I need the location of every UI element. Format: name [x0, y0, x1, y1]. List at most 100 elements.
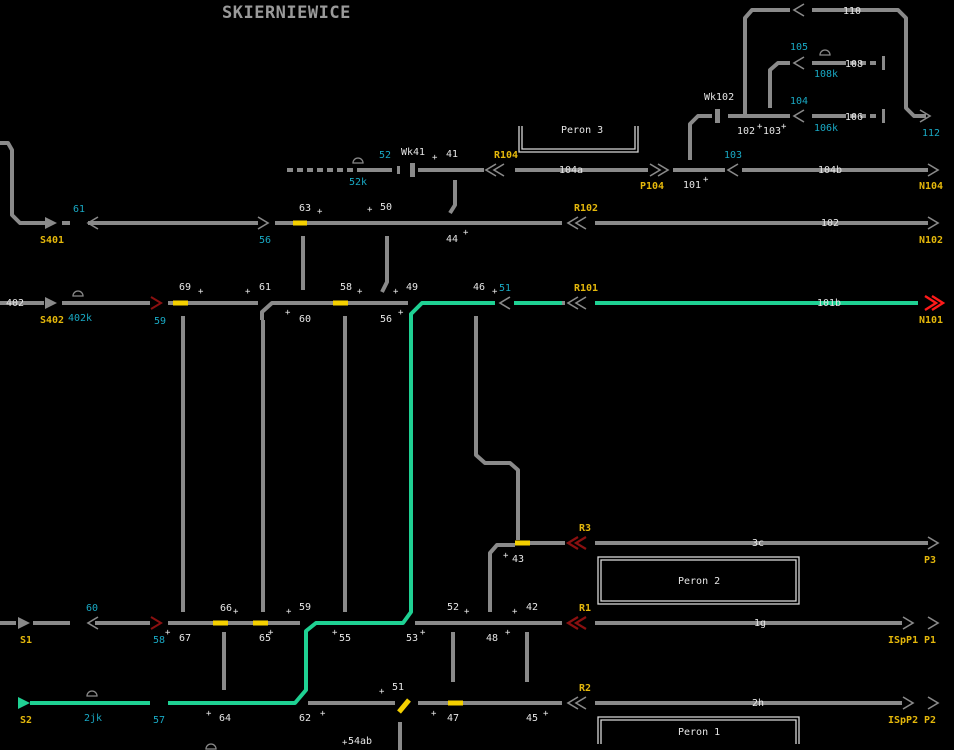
- signal-label-R102: R102: [574, 203, 598, 214]
- signal-arrows[interactable]: [18, 3, 946, 710]
- track-label: 61: [259, 282, 271, 293]
- signal-head-icon: [45, 217, 57, 229]
- signal-label-R2: R2: [579, 683, 591, 694]
- svg-text:+: +: [492, 287, 498, 297]
- occupied-sections: [173, 220, 530, 714]
- dome-icon: [352, 157, 364, 164]
- svg-text:+: +: [781, 122, 787, 132]
- double-chevron-left-icon: [566, 696, 587, 710]
- svg-text:+: +: [165, 628, 171, 638]
- track-label: 64: [219, 713, 231, 724]
- svg-text:+: +: [285, 308, 291, 318]
- svg-text:51: 51: [499, 283, 511, 294]
- signal-label-R101: R101: [574, 283, 598, 294]
- track-label: 51: [392, 682, 404, 693]
- svg-text:+: +: [286, 607, 292, 617]
- signal-label-ISpP2: ISpP2: [888, 715, 918, 726]
- svg-text:+: +: [432, 153, 438, 163]
- platform-peron2[interactable]: Peron 2: [597, 556, 800, 605]
- svg-text:57: 57: [153, 715, 165, 726]
- chevron-right-icon: [257, 216, 270, 230]
- track-label: 102: [821, 218, 839, 229]
- double-chevron-right-red-icon: [924, 294, 946, 312]
- track-label: 65: [259, 633, 271, 644]
- track-label: 47: [447, 713, 459, 724]
- platform-peron3[interactable]: Peron 3: [518, 125, 639, 153]
- signal-label-P3: P3: [924, 555, 936, 566]
- signal-label-N102: N102: [919, 235, 943, 246]
- chevron-left-icon: [792, 109, 805, 123]
- svg-text:105: 105: [790, 42, 808, 53]
- signal-label-S2: S2: [20, 715, 32, 726]
- track-label: 104a: [559, 165, 583, 176]
- signal-label-ISpP1: ISpP1: [888, 635, 918, 646]
- station-title: SKIERNIEWICE: [222, 3, 351, 23]
- svg-text:59: 59: [154, 316, 166, 327]
- chevron-left-icon: [792, 3, 805, 17]
- chevron-right-icon: [927, 216, 940, 230]
- double-chevron-left-icon: [566, 216, 587, 230]
- svg-text:112: 112: [922, 128, 940, 139]
- chevron-right-icon: [927, 536, 940, 550]
- svg-text:104: 104: [790, 96, 808, 107]
- double-chevron-right-icon: [649, 163, 670, 177]
- track-label: 53: [406, 633, 418, 644]
- chevron-left-icon: [498, 296, 511, 310]
- platform-label: Peron 2: [678, 576, 720, 587]
- signal-labels[interactable]: S401 S402 S1 S2 R104 R102 R101 R3 R1 R2 …: [20, 150, 943, 726]
- chevron-right-icon: [902, 616, 915, 630]
- svg-text:+: +: [463, 228, 469, 238]
- chevron-right-icon: [927, 696, 940, 710]
- signal-label-R3: R3: [579, 523, 591, 534]
- track-label: 55: [339, 633, 351, 644]
- track-label: 54ab: [348, 736, 372, 747]
- svg-text:+: +: [245, 287, 251, 297]
- signal-head-icon: [45, 297, 57, 309]
- track-layout[interactable]: [0, 8, 928, 750]
- svg-text:+: +: [503, 551, 509, 561]
- signal-label-N101: N101: [919, 315, 943, 326]
- svg-text:+: +: [268, 628, 274, 638]
- signal-label-N104: N104: [919, 181, 943, 192]
- svg-text:106k: 106k: [814, 123, 838, 134]
- track-label: 63: [299, 203, 311, 214]
- svg-text:+: +: [393, 287, 399, 297]
- track-label: 66: [220, 603, 232, 614]
- signal-label-R104: R104: [494, 150, 518, 161]
- signal-label-P2: P2: [924, 715, 936, 726]
- svg-text:+: +: [332, 628, 338, 638]
- dome-icon: [819, 49, 831, 56]
- track-label: 101b: [817, 298, 841, 309]
- chevron-right-icon: [902, 696, 915, 710]
- track-label: 45: [526, 713, 538, 724]
- svg-text:+: +: [317, 207, 323, 217]
- track-label: 58: [340, 282, 352, 293]
- svg-text:56: 56: [259, 235, 271, 246]
- svg-text:+: +: [379, 687, 385, 697]
- platform-peron1[interactable]: Peron 1: [597, 716, 800, 744]
- track-label: 48: [486, 633, 498, 644]
- route-set: [30, 301, 918, 705]
- track-label: 3c: [752, 538, 764, 549]
- svg-text:52: 52: [379, 150, 391, 161]
- chevron-left-icon: [86, 616, 99, 630]
- double-chevron-left-red-icon: [565, 536, 587, 550]
- joint-markers: [397, 56, 885, 177]
- svg-text:+: +: [198, 287, 204, 297]
- svg-text:+: +: [233, 607, 239, 617]
- svg-text:+: +: [543, 709, 549, 719]
- track-label: Wk41: [401, 147, 425, 158]
- svg-text:58: 58: [153, 635, 165, 646]
- track-label: 102: [737, 126, 755, 137]
- dome-indicators: [72, 49, 831, 750]
- chevron-right-icon: [927, 163, 940, 177]
- chevron-left-icon: [792, 56, 805, 70]
- track-label: 56: [380, 314, 392, 325]
- track-label: 2h: [752, 698, 764, 709]
- svg-text:60: 60: [86, 603, 98, 614]
- svg-text:+: +: [512, 607, 518, 617]
- svg-text:+: +: [420, 628, 426, 638]
- svg-text:108k: 108k: [814, 69, 838, 80]
- chevron-right-icon: [927, 616, 940, 630]
- track-label: 62: [299, 713, 311, 724]
